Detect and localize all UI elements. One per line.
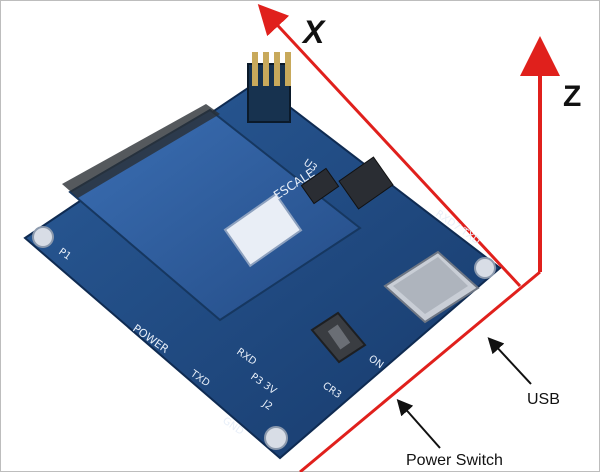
power-switch — [310, 311, 367, 364]
usb-callout-label: USB — [527, 391, 560, 408]
sensor-module — [62, 104, 394, 322]
usb-callout-arrow — [487, 337, 532, 385]
usb-connector — [383, 250, 480, 324]
x-axis-arrow — [257, 4, 522, 288]
y-axis-line — [299, 270, 541, 472]
power-switch-callout-label: Power Switch — [406, 452, 503, 469]
x-axis-label: X — [303, 14, 325, 50]
z-axis-label: Z — [563, 80, 582, 113]
power-switch-callout-arrow — [396, 399, 441, 449]
header-pins — [247, 52, 291, 123]
pcb-board: ESCALE POWER TXD RXD P3 3V GND J2 CR3 P1… — [23, 52, 502, 460]
